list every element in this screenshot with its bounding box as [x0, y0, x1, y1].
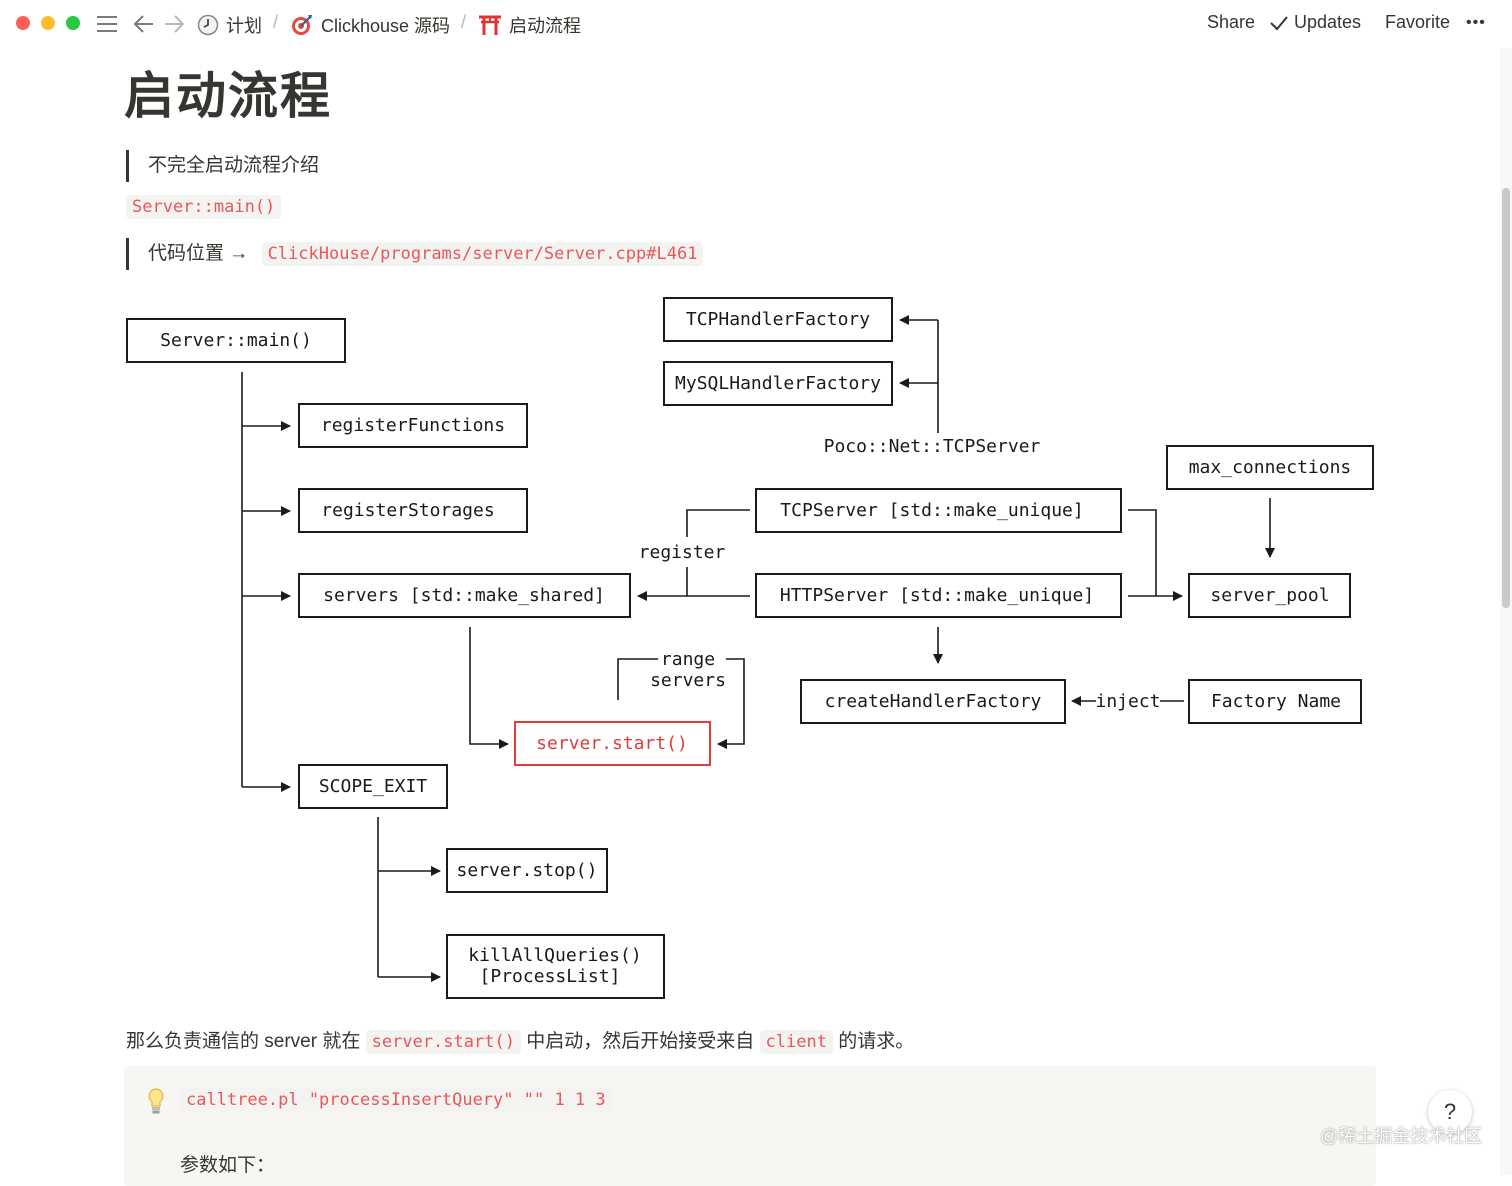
breadcrumb-separator: /: [273, 12, 279, 32]
box-label: Server::main(): [160, 330, 312, 351]
box-label: registerStorages: [321, 500, 494, 521]
box-label-line2: [ProcessList]: [480, 966, 621, 987]
close-window-button[interactable]: [16, 16, 30, 30]
box-label: server_pool: [1210, 585, 1329, 606]
breadcrumb-startup-flow[interactable]: 启动流程: [478, 12, 581, 38]
poco-tcp-server-label: Poco::Net::TCPServer: [824, 436, 1041, 457]
breadcrumb-separator: /: [461, 12, 467, 32]
box-label: server.stop(): [457, 860, 598, 881]
code-server-main: Server::main(): [126, 195, 282, 219]
share-button[interactable]: Share: [1207, 12, 1256, 32]
box-server-start: server.start(): [514, 721, 711, 766]
code-server-start: server.start(): [365, 1030, 521, 1054]
box-label: registerFunctions: [321, 415, 505, 436]
box-factory-name: Factory Name: [1188, 679, 1362, 724]
box-create-handler-factory: createHandlerFactory: [800, 679, 1066, 724]
arrow-servers-to-start: [469, 627, 509, 749]
box-label: TCPHandlerFactory: [686, 309, 870, 330]
watermark: @稀土掘金技术社区: [1320, 1126, 1483, 1146]
lightbulb-icon: [148, 1088, 164, 1114]
register-line-bottom: [686, 567, 750, 597]
box-label: SCOPE_EXIT: [319, 776, 428, 797]
breadcrumb-plan[interactable]: 计划: [197, 12, 262, 38]
breadcrumb-clickhouse-source[interactable]: Clickhouse 源码: [290, 12, 450, 38]
checkmark-icon: [1270, 15, 1288, 30]
scrollbar-thumb[interactable]: [1502, 188, 1510, 608]
poco-label-background: [810, 433, 1058, 457]
servers-label: servers: [650, 670, 726, 691]
box-label: server.start(): [536, 733, 688, 754]
more-options-button[interactable]: •••: [1466, 14, 1486, 31]
box-server-pool: server_pool: [1188, 573, 1351, 618]
favorite-button[interactable]: Favorite: [1385, 12, 1451, 32]
pool-line-tcp: [1128, 509, 1157, 596]
box-register-storages: registerStorages: [298, 488, 528, 533]
register-label: register: [639, 542, 726, 563]
updates-label: Updates: [1294, 12, 1362, 32]
help-button[interactable]: ?: [1428, 1090, 1472, 1134]
inject-label: inject: [1095, 691, 1160, 712]
box-kill-all-queries: killAllQueries() [ProcessList]: [446, 934, 665, 999]
startup-flow-diagram: Server::main() registerFunctions registe…: [126, 297, 1374, 999]
box-label: HTTPServer [std::make_unique]: [780, 585, 1094, 606]
source-file-link[interactable]: ClickHouse/programs/server/Server.cpp#L4…: [261, 242, 704, 266]
page-title: 启动流程: [124, 68, 332, 124]
register-label-background: [636, 540, 736, 564]
breadcrumb-label: 启动流程: [509, 16, 581, 36]
box-tcp-handler-factory: TCPHandlerFactory: [663, 297, 893, 342]
inline-code-main: Server::main(): [126, 195, 282, 219]
box-label: max_connections: [1189, 457, 1352, 478]
box-label-line1: killAllQueries(): [468, 945, 641, 966]
callout-params-label: 参数如下：: [180, 1155, 276, 1176]
quote-intro: 不完全启动流程介绍: [126, 150, 319, 182]
forward-arrow-icon[interactable]: [163, 10, 185, 38]
box-tcp-server: TCPServer [std::make_unique]: [755, 488, 1122, 533]
box-label: createHandlerFactory: [825, 691, 1042, 712]
top-bar: 计划 / Clickhouse 源码 / 启动流程 Share Updates …: [0, 0, 1512, 48]
box-server-stop: server.stop(): [446, 848, 608, 893]
callout-code-line: calltree.pl "processInsertQuery" "" 1 1 …: [180, 1088, 612, 1112]
box-http-server: HTTPServer [std::make_unique]: [755, 573, 1122, 618]
box-label: MySQLHandlerFactory: [675, 373, 881, 394]
box-register-functions: registerFunctions: [298, 403, 528, 448]
paragraph-text-2: 中启动，然后开始接受来自: [526, 1031, 755, 1052]
minimize-window-button[interactable]: [41, 16, 55, 30]
box-mysql-handler-factory: MySQLHandlerFactory: [663, 361, 893, 406]
back-arrow-icon[interactable]: [133, 10, 155, 38]
box-label: TCPServer [std::make_unique]: [780, 500, 1083, 521]
paragraph-text-3: 的请求。: [838, 1031, 915, 1052]
range-loop-line: [617, 658, 658, 700]
updates-button[interactable]: Updates: [1270, 12, 1361, 33]
code-location-label: 代码位置 →: [148, 243, 249, 264]
clock-icon: [197, 14, 219, 36]
range-loop-line-right: [717, 658, 745, 749]
code-calltree-command: calltree.pl "processInsertQuery" "" 1 1 …: [180, 1088, 612, 1112]
code-client: client: [759, 1030, 833, 1054]
box-label: servers [std::make_shared]: [323, 585, 605, 606]
scrollbar-track[interactable]: [1500, 48, 1512, 1175]
quote-code-location: 代码位置 → ClickHouse/programs/server/Server…: [126, 238, 704, 270]
paragraph-text-1: 那么负责通信的 server 就在: [126, 1031, 361, 1052]
callout-block: [124, 1066, 1376, 1186]
box-label: Factory Name: [1211, 691, 1341, 712]
paragraph-server-start: 那么负责通信的 server 就在 server.start() 中启动，然后开…: [126, 1026, 915, 1054]
box-scope-exit: SCOPE_EXIT: [298, 764, 448, 809]
zoom-window-button[interactable]: [66, 16, 80, 30]
quote-intro-text: 不完全启动流程介绍: [148, 155, 320, 176]
breadcrumb-label: Clickhouse 源码: [321, 16, 451, 36]
range-label: range: [661, 649, 715, 670]
box-max-connections: max_connections: [1166, 445, 1374, 490]
box-server-main: Server::main(): [126, 318, 346, 363]
breadcrumb-label: 计划: [226, 16, 262, 36]
target-icon: [292, 15, 312, 35]
register-line-top: [686, 509, 750, 537]
sidebar-menu-icon[interactable]: [95, 10, 119, 38]
box-servers: servers [std::make_shared]: [298, 573, 631, 618]
torii-icon: [479, 15, 501, 35]
